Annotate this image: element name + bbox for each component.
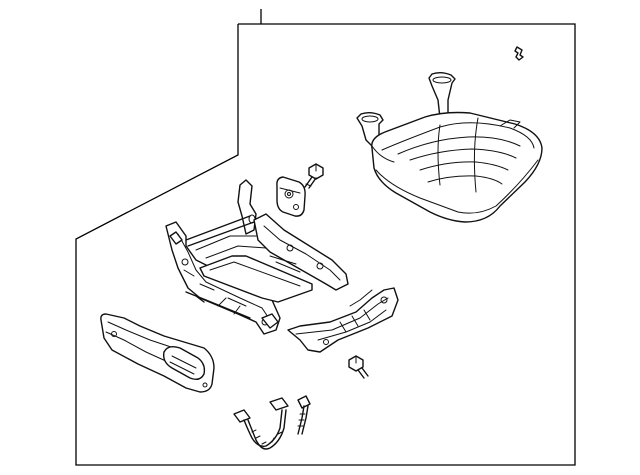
- diagram-frame: [75, 9, 576, 466]
- bolt-icon[interactable]: [304, 163, 324, 189]
- clip-icon[interactable]: [514, 46, 524, 61]
- side-shield-icon[interactable]: [100, 313, 215, 393]
- seat-track-rail-icon[interactable]: [287, 287, 399, 353]
- bracket-icon[interactable]: [276, 176, 306, 217]
- bolt-icon-lower[interactable]: [348, 355, 369, 379]
- seat-track-frame-icon[interactable]: [165, 179, 349, 335]
- wire-harness-icon[interactable]: [233, 395, 311, 450]
- seat-cushion-icon[interactable]: [356, 72, 543, 223]
